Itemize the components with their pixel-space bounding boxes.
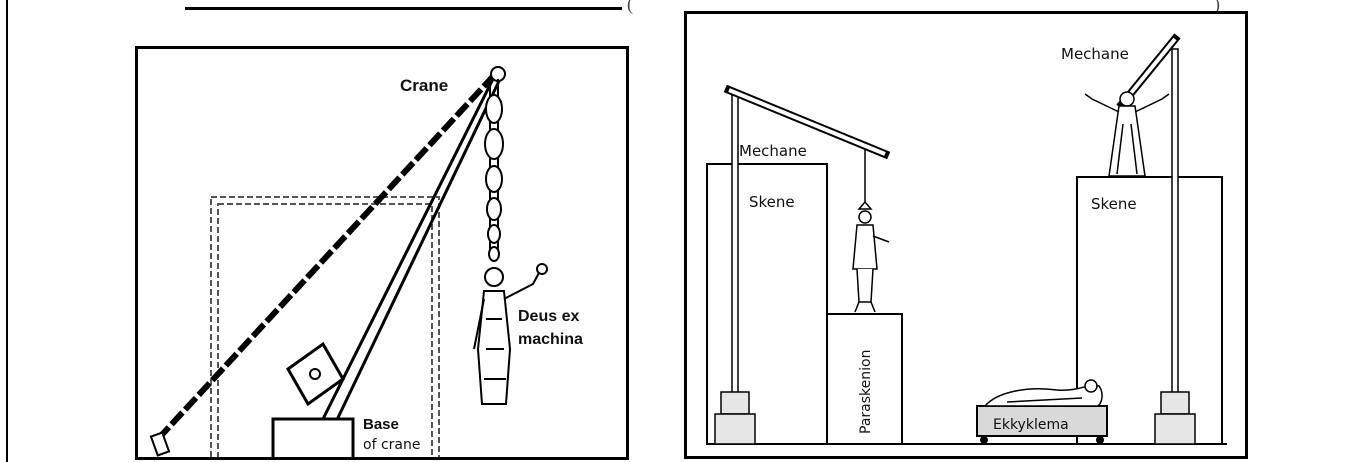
- hanging-tackle: [484, 79, 504, 262]
- close-paren: ): [1214, 0, 1220, 14]
- label-crane: Crane: [400, 76, 448, 95]
- mechane-left-base: [714, 413, 756, 445]
- deus-figure: [473, 263, 548, 405]
- crane-diagram-panel: Crane Deus ex machina Base of crane: [135, 46, 629, 460]
- label-mechane-right: Mechane: [1061, 45, 1129, 63]
- label-base-line1: Base: [363, 416, 399, 433]
- page-border-left: [6, 0, 8, 462]
- dashed-frame: [210, 196, 440, 457]
- mechane-left-base-top: [720, 391, 750, 415]
- hanging-figure: [852, 200, 890, 313]
- label-skene-right: Skene: [1091, 195, 1137, 213]
- label-deus-line1: Deus ex: [518, 308, 579, 325]
- stage-diagram-panel: Mechane Mechane Skene Skene Paraskenion …: [684, 11, 1248, 459]
- ekkyklema-wheel-left: [980, 436, 988, 444]
- label-paraskenion: Paraskenion: [858, 350, 874, 434]
- top-pulley: [490, 66, 506, 82]
- label-mechane-left: Mechane: [739, 142, 807, 160]
- crane-boom: [155, 68, 501, 442]
- pivot-plate: [286, 341, 345, 407]
- mechane-left-arm-inner: [728, 88, 886, 156]
- crane-diagram: Crane Deus ex machina Base of crane: [149, 66, 583, 457]
- paraskenion-block: [826, 313, 903, 445]
- mechane-right-base: [1154, 413, 1196, 445]
- top-rule: [185, 7, 622, 10]
- crane-base: [271, 417, 355, 457]
- ekkyklema-wheel-right: [1096, 436, 1104, 444]
- stage-diagram: Mechane Mechane Skene Skene Paraskenion …: [706, 33, 1227, 445]
- deus-figure-right: [1084, 91, 1170, 177]
- mechane-right-pole: [1171, 48, 1179, 395]
- crane-strut-outer: [306, 78, 495, 450]
- mechane-right-base-top: [1160, 391, 1190, 415]
- ground-anchor: [149, 431, 171, 457]
- label-ekkyklema: Ekkyklema: [993, 417, 1069, 433]
- label-skene-left: Skene: [749, 193, 795, 211]
- mechane-left-pole: [731, 93, 739, 395]
- reclining-figure: [983, 379, 1103, 407]
- pivot-pin: [309, 368, 321, 380]
- crane-strut-inner: [321, 78, 502, 450]
- open-paren: (: [627, 0, 633, 14]
- label-base-line2: of crane: [363, 437, 420, 453]
- label-deus-line2: machina: [518, 331, 583, 348]
